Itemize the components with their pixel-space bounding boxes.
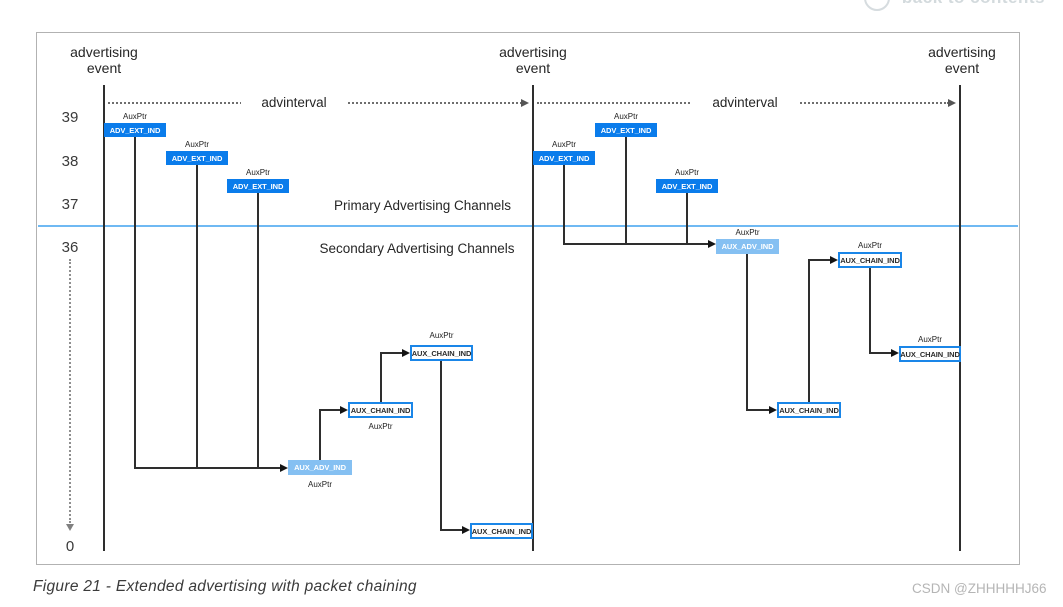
channel-tick-0: 0 bbox=[65, 538, 75, 555]
aux-chain-ind-box-3: AUX_CHAIN_IND bbox=[470, 523, 533, 539]
auxptr-label: AuxPtr bbox=[674, 168, 699, 177]
aux-chain-ind-box-4: AUX_CHAIN_IND bbox=[777, 402, 841, 418]
auxptr-label: AuxPtr bbox=[917, 335, 942, 344]
connector-arrowhead-icon bbox=[830, 256, 838, 264]
auxptr-label: AuxPtr bbox=[122, 112, 147, 121]
connector-line bbox=[869, 268, 871, 354]
advertising-event-line-1 bbox=[103, 85, 105, 551]
auxptr-label: AuxPtr bbox=[307, 480, 332, 489]
aux-adv-ind-box-2: AUX_ADV_IND bbox=[716, 239, 779, 254]
connector-line bbox=[319, 409, 340, 411]
connector-arrowhead-icon bbox=[891, 349, 899, 357]
connector-line bbox=[440, 361, 442, 531]
auxptr-label: AuxPtr bbox=[368, 422, 393, 431]
event-header-line1: advertising bbox=[499, 44, 567, 60]
channel-axis-dotted-line bbox=[69, 259, 71, 523]
connector-line bbox=[319, 410, 321, 460]
diagram-frame bbox=[36, 32, 1020, 565]
connector-line bbox=[563, 243, 708, 245]
connector-line bbox=[808, 260, 810, 402]
channel-tick-37: 37 bbox=[61, 196, 79, 213]
event-header-line2: event bbox=[944, 60, 980, 76]
connector-line bbox=[196, 165, 198, 469]
channel-tick-39: 39 bbox=[61, 109, 79, 126]
auxptr-label: AuxPtr bbox=[551, 140, 576, 149]
aux-chain-ind-box-5: AUX_CHAIN_IND bbox=[838, 252, 902, 268]
connector-arrowhead-icon bbox=[462, 526, 470, 534]
event-header-line2: event bbox=[515, 60, 551, 76]
event-header-line1: advertising bbox=[928, 44, 996, 60]
advinterval-arrowhead-2-icon bbox=[948, 99, 956, 107]
aux-adv-ind-box-1: AUX_ADV_IND bbox=[288, 460, 352, 475]
advinterval-arrowhead-1-icon bbox=[521, 99, 529, 107]
adv-ext-ind-box-1: ADV_EXT_IND bbox=[104, 123, 166, 137]
connector-arrowhead-icon bbox=[769, 406, 777, 414]
event-header-line2: event bbox=[86, 60, 122, 76]
primary-secondary-divider bbox=[38, 225, 1018, 227]
connector-line bbox=[257, 193, 259, 469]
connector-arrowhead-icon bbox=[280, 464, 288, 472]
auxptr-label: AuxPtr bbox=[245, 168, 270, 177]
advertising-event-header-3: advertising event bbox=[907, 44, 1017, 76]
connector-line bbox=[869, 352, 891, 354]
adv-ext-ind-box-4: ADV_EXT_IND bbox=[595, 123, 657, 137]
channel-axis-arrowhead-icon bbox=[66, 524, 74, 531]
aux-chain-ind-box-2: AUX_CHAIN_IND bbox=[410, 345, 473, 361]
connector-arrowhead-icon bbox=[340, 406, 348, 414]
channel-tick-38: 38 bbox=[61, 153, 79, 170]
figure-caption: Figure 21 - Extended advertising with pa… bbox=[33, 578, 417, 595]
auxptr-label: AuxPtr bbox=[857, 241, 882, 250]
advertising-event-header-1: advertising event bbox=[49, 44, 159, 76]
connector-line bbox=[808, 259, 830, 261]
auxptr-label: AuxPtr bbox=[184, 140, 209, 149]
adv-ext-ind-box-6: ADV_EXT_IND bbox=[656, 179, 718, 193]
advertising-event-header-2: advertising event bbox=[478, 44, 588, 76]
connector-arrowhead-icon bbox=[402, 349, 410, 357]
back-to-contents-label: back to contents bbox=[902, 0, 1045, 8]
auxptr-label: AuxPtr bbox=[613, 112, 638, 121]
channel-tick-36: 36 bbox=[61, 239, 79, 256]
primary-channels-label: Primary Advertising Channels bbox=[333, 198, 512, 213]
connector-arrowhead-icon bbox=[708, 240, 716, 248]
connector-line bbox=[746, 254, 748, 411]
back-to-contents-link[interactable]: back to contents bbox=[863, 0, 1045, 11]
back-arrow-circle-icon bbox=[863, 0, 890, 11]
adv-ext-ind-box-3: ADV_EXT_IND bbox=[227, 179, 289, 193]
connector-line bbox=[746, 409, 769, 411]
watermark: CSDN @ZHHHHHJ66 bbox=[912, 581, 1047, 596]
auxptr-label: AuxPtr bbox=[429, 331, 454, 340]
adv-ext-ind-box-2: ADV_EXT_IND bbox=[166, 151, 228, 165]
auxptr-label: AuxPtr bbox=[735, 228, 760, 237]
secondary-channels-label: Secondary Advertising Channels bbox=[319, 241, 515, 256]
connector-line bbox=[625, 137, 627, 244]
advinterval-label-1: advinterval bbox=[241, 95, 347, 110]
aux-chain-ind-box-1: AUX_CHAIN_IND bbox=[348, 402, 413, 418]
advertising-event-line-2 bbox=[532, 85, 534, 551]
connector-line bbox=[686, 193, 688, 244]
connector-line bbox=[134, 137, 136, 469]
connector-line bbox=[380, 352, 402, 354]
adv-ext-ind-box-5: ADV_EXT_IND bbox=[533, 151, 595, 165]
advertising-event-line-3 bbox=[959, 85, 961, 551]
aux-chain-ind-box-6: AUX_CHAIN_IND bbox=[899, 346, 961, 362]
advinterval-label-2: advinterval bbox=[692, 95, 798, 110]
connector-line bbox=[380, 353, 382, 402]
event-header-line1: advertising bbox=[70, 44, 138, 60]
connector-line bbox=[440, 529, 462, 531]
connector-line bbox=[563, 165, 565, 244]
connector-line bbox=[134, 467, 280, 469]
